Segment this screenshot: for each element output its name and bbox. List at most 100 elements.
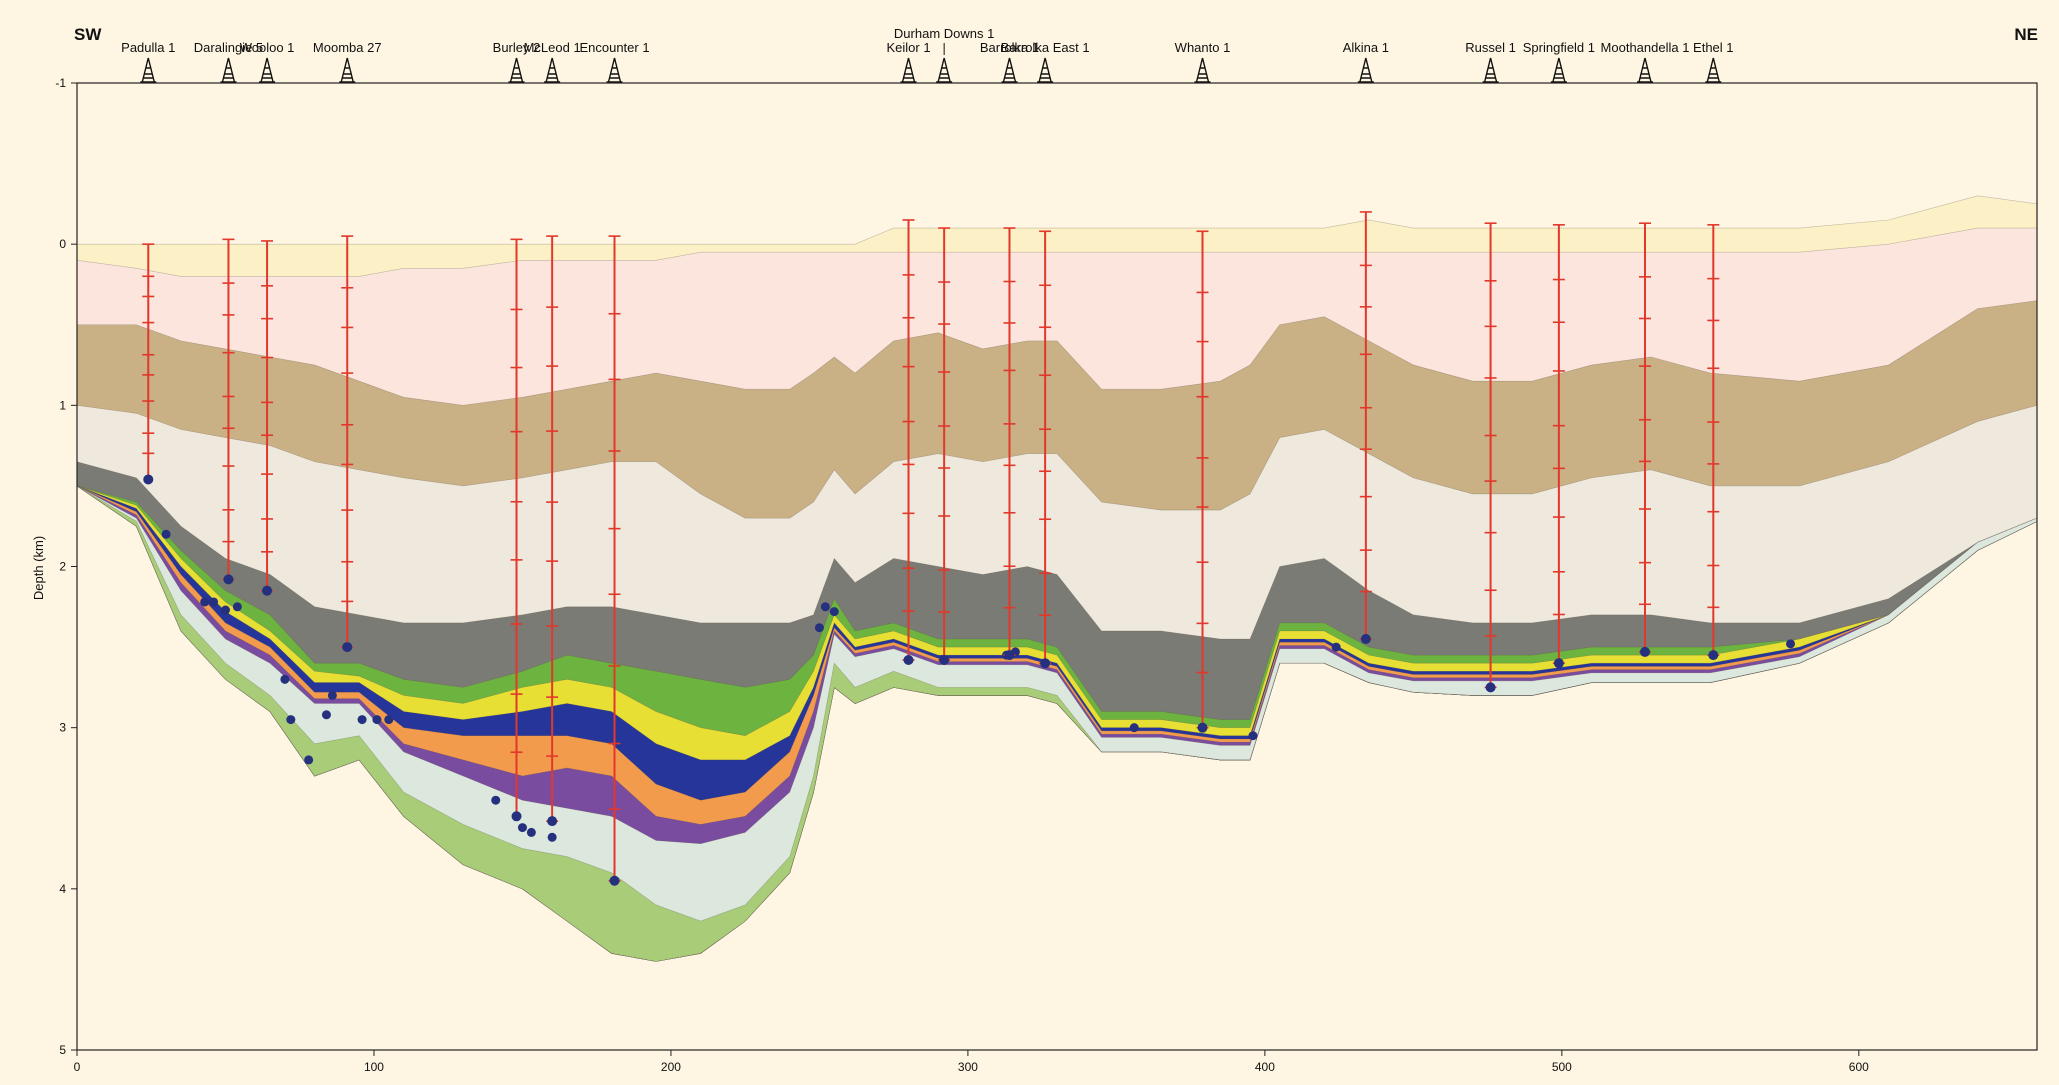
x-tick-label: 100 (364, 1060, 384, 1074)
depth-marker-18 (814, 623, 824, 633)
direction-label-right: NE (2014, 25, 2038, 44)
well-td-marker (1360, 634, 1371, 645)
depth-marker-15 (517, 823, 527, 833)
x-tick-label: 500 (1552, 1060, 1572, 1074)
depth-marker-17 (547, 832, 557, 842)
well-label: Whanto 1 (1175, 40, 1231, 55)
depth-marker-26 (1786, 639, 1796, 649)
well-label: McLeod 1 (524, 40, 581, 55)
well-td-marker (1640, 646, 1650, 657)
well-label: Wooloo 1 (240, 40, 295, 55)
well-label: Springfield 1 (1523, 40, 1595, 55)
depth-marker-13 (384, 715, 394, 725)
well-label: Russel 1 (1465, 40, 1516, 55)
y-tick-label: 3 (59, 721, 66, 735)
unconformity-markers (161, 529, 1796, 842)
depth-marker-7 (286, 715, 296, 725)
well-label: Keilor 1 (886, 40, 930, 55)
derrick-icon (508, 57, 525, 83)
y-tick-label: 5 (59, 1043, 66, 1057)
stratigraphic-layers (76, 195, 2038, 962)
depth-marker-2 (200, 597, 210, 607)
well-label: Alkina 1 (1343, 40, 1389, 55)
well-td-marker (903, 654, 914, 665)
well-3: Wooloo 1 (240, 40, 295, 596)
x-tick-label: 0 (74, 1060, 81, 1074)
depth-marker-4 (220, 605, 230, 615)
well-td-marker (1197, 722, 1208, 733)
well-6: McLeod 1 (524, 40, 581, 827)
well-4: Moomba 27 (313, 40, 382, 653)
well-17: Ethel 1 (1693, 40, 1734, 661)
well-td-marker (262, 585, 273, 596)
well-1: Padulla 1 (121, 40, 175, 485)
well-td-marker (547, 816, 558, 827)
derrick-icon (1001, 57, 1018, 83)
well-td-marker (1004, 650, 1015, 661)
depth-marker-3 (209, 597, 219, 607)
depth-marker-14 (491, 795, 501, 805)
derrick-icon (1357, 57, 1374, 83)
well-td-marker (342, 642, 353, 653)
depth-marker-9 (321, 710, 331, 720)
well-label: Encounter 1 (579, 40, 649, 55)
depth-marker-23 (1129, 723, 1139, 733)
depth-marker-6 (280, 674, 290, 684)
derrick-icon (1037, 57, 1054, 83)
y-tick-label: 0 (59, 237, 66, 251)
well-td-marker (223, 574, 234, 585)
well-13: Alkina 1 (1343, 40, 1389, 645)
well-td-marker (609, 875, 620, 886)
well-td-marker (143, 474, 154, 485)
derrick-icon (1194, 57, 1211, 83)
well-9: Durham Downs 1 (894, 26, 994, 665)
well-td-marker (939, 654, 950, 665)
derrick-icon (220, 57, 237, 83)
depth-marker-8 (304, 755, 314, 765)
depth-marker-10 (327, 690, 337, 700)
well-11: Barrolka East 1 (1001, 40, 1090, 669)
y-tick-label: 4 (59, 882, 66, 896)
well-label: Moothandella 1 (1601, 40, 1690, 55)
well-td-marker (1485, 682, 1496, 693)
well-8: Keilor 1 (886, 40, 931, 665)
derrick-icon (1637, 57, 1653, 83)
well-15: Springfield 1 (1523, 40, 1595, 669)
derrick-icon (900, 57, 917, 83)
well-label: Moomba 27 (313, 40, 382, 55)
x-tick-label: 400 (1255, 1060, 1275, 1074)
well-label: Barrolka 1 (980, 40, 1039, 55)
y-tick-label: 2 (59, 560, 66, 574)
well-16: Moothandella 1 (1601, 40, 1690, 657)
well-td-marker (1040, 658, 1051, 669)
x-tick-label: 600 (1849, 1060, 1869, 1074)
depth-marker-1 (161, 529, 171, 539)
derrick-icon (1482, 57, 1499, 83)
derrick-icon (1705, 57, 1722, 83)
depth-marker-19 (820, 602, 830, 612)
y-tick-label: 1 (59, 398, 66, 412)
x-tick-label: 200 (661, 1060, 681, 1074)
derrick-icon (140, 57, 157, 83)
well-label: Padulla 1 (121, 40, 175, 55)
well-2: Daralingie 5 (194, 40, 263, 585)
direction-label-left: SW (74, 25, 102, 44)
derrick-icon (339, 57, 356, 83)
well-td-marker (1553, 658, 1564, 669)
derrick-icon (544, 57, 561, 83)
well-label: Barrolka East 1 (1001, 40, 1090, 55)
well-10: Barrolka 1 (980, 40, 1039, 661)
depth-marker-11 (357, 715, 367, 725)
well-14: Russel 1 (1465, 40, 1516, 693)
derrick-icon (936, 57, 953, 83)
x-tick-label: 300 (958, 1060, 978, 1074)
well-label: Daralingie 5 (194, 40, 263, 55)
derrick-icon (606, 57, 623, 83)
well-5: Burley 2 (493, 40, 540, 822)
well-7: Encounter 1 (579, 40, 650, 886)
derrick-icon (259, 57, 276, 83)
well-td-marker (1708, 650, 1719, 661)
